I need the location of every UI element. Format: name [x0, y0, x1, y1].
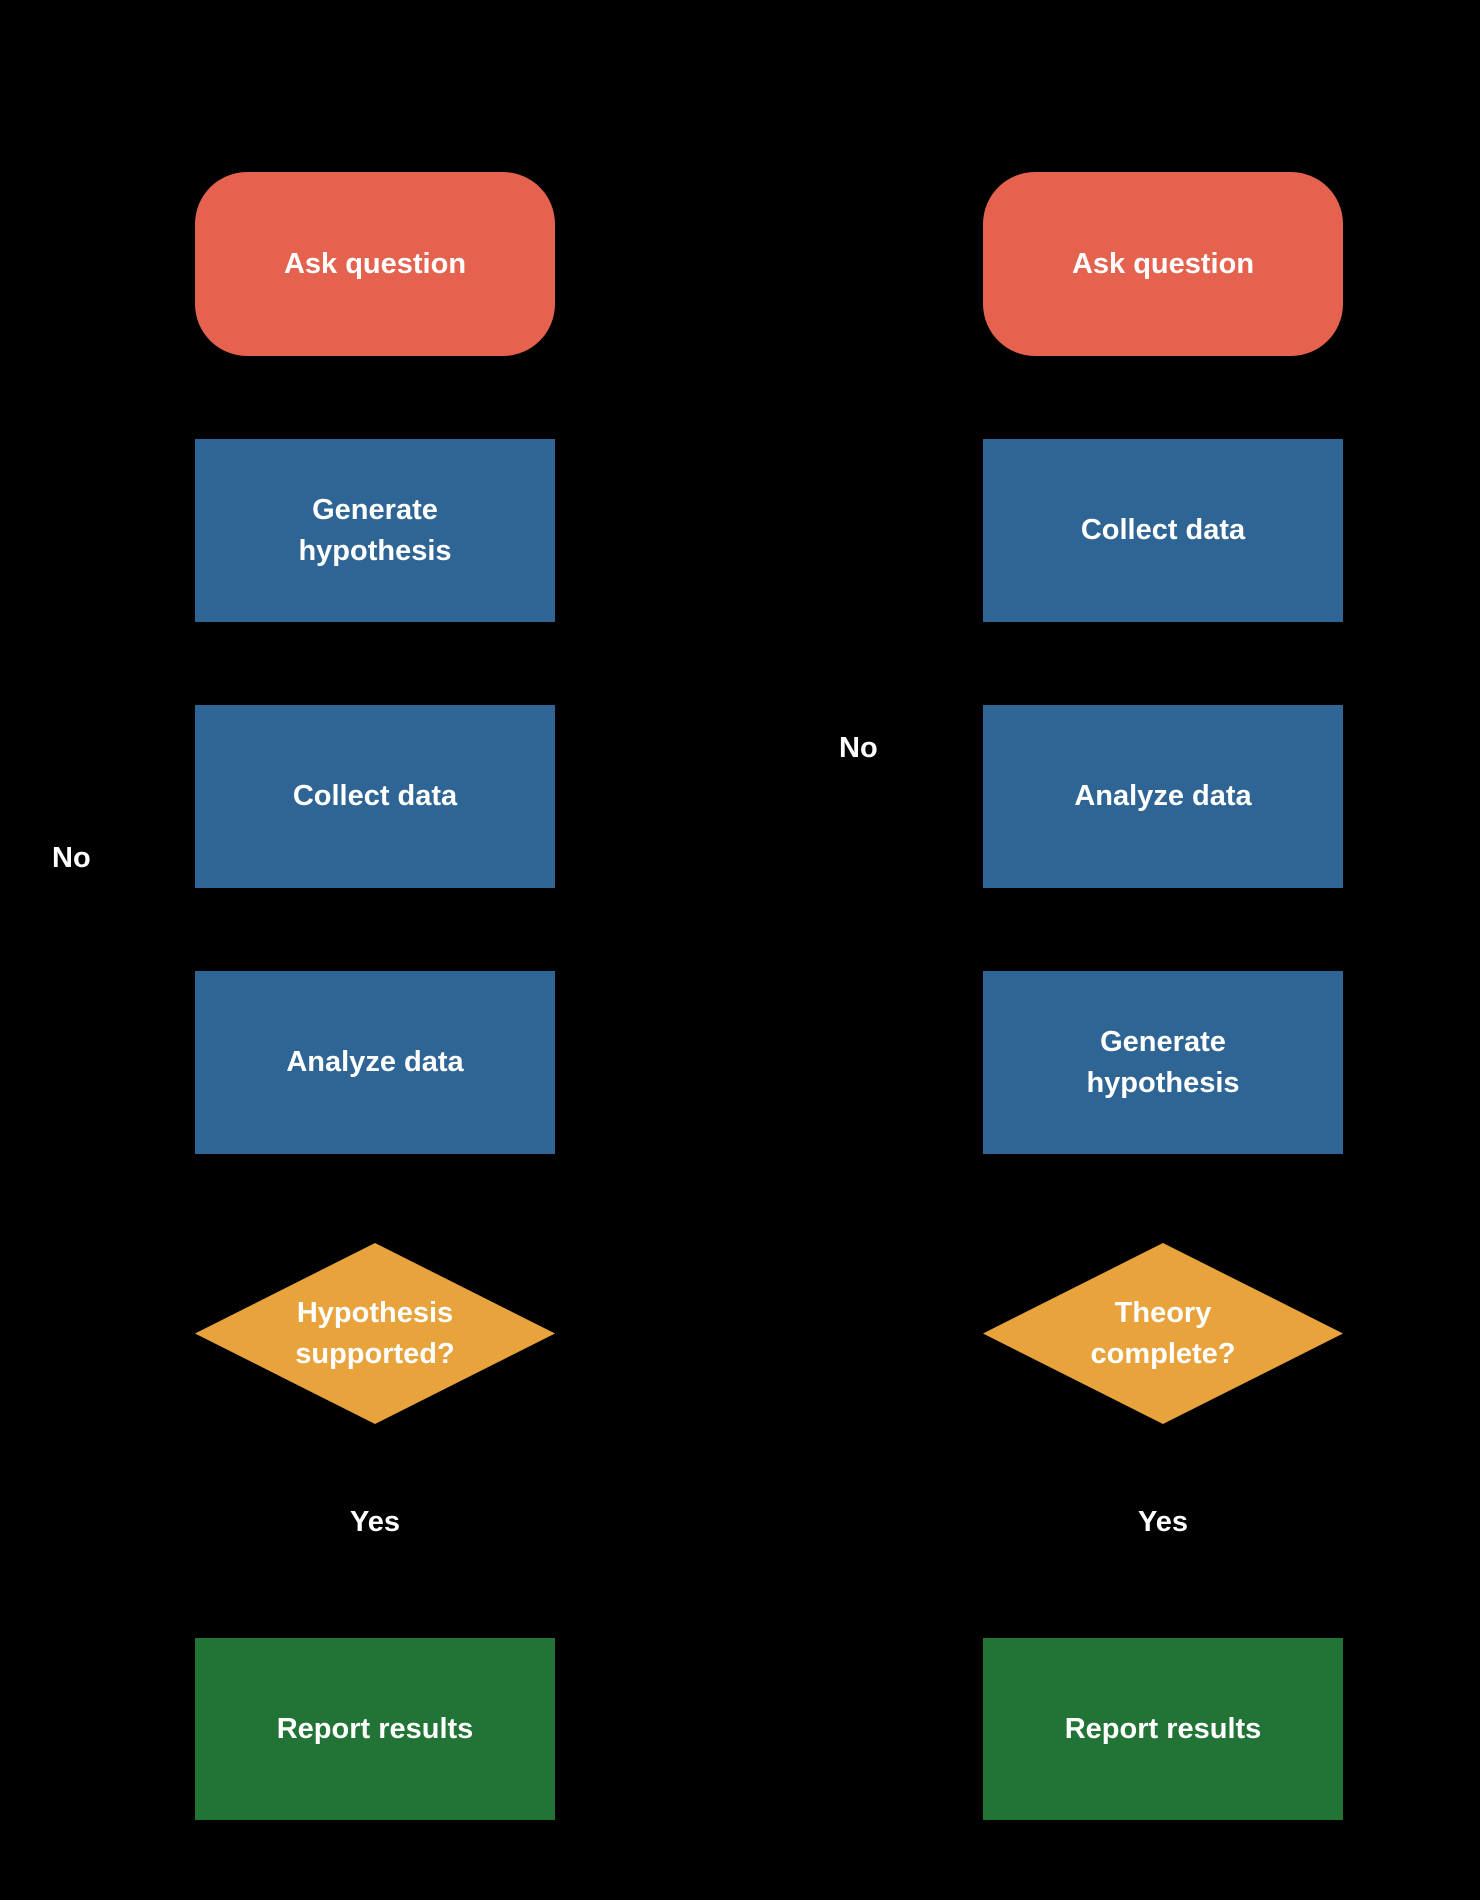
left-decision-diamond: Hypothesis supported? [195, 1243, 555, 1424]
right-ask-question-node: Ask question [983, 172, 1343, 356]
left-ask-question-node: Ask question [195, 172, 555, 356]
right-analyze-data-node: Analyze data [983, 705, 1343, 888]
left-report-results-node: Report results [195, 1638, 555, 1820]
right-report-results-node: Report results [983, 1638, 1343, 1820]
left-analyze-data-node: Analyze data [195, 971, 555, 1154]
left-no-label: No [52, 842, 91, 874]
right-no-label: No [839, 732, 878, 764]
left-yes-label: Yes [350, 1506, 400, 1538]
left-generate-hypothesis-node: Generate hypothesis [195, 439, 555, 622]
right-yes-label: Yes [1138, 1506, 1188, 1538]
right-collect-data-node: Collect data [983, 439, 1343, 622]
right-decision-diamond: Theory complete? [983, 1243, 1343, 1424]
right-generate-hypothesis-node: Generate hypothesis [983, 971, 1343, 1154]
left-collect-data-node: Collect data [195, 705, 555, 888]
